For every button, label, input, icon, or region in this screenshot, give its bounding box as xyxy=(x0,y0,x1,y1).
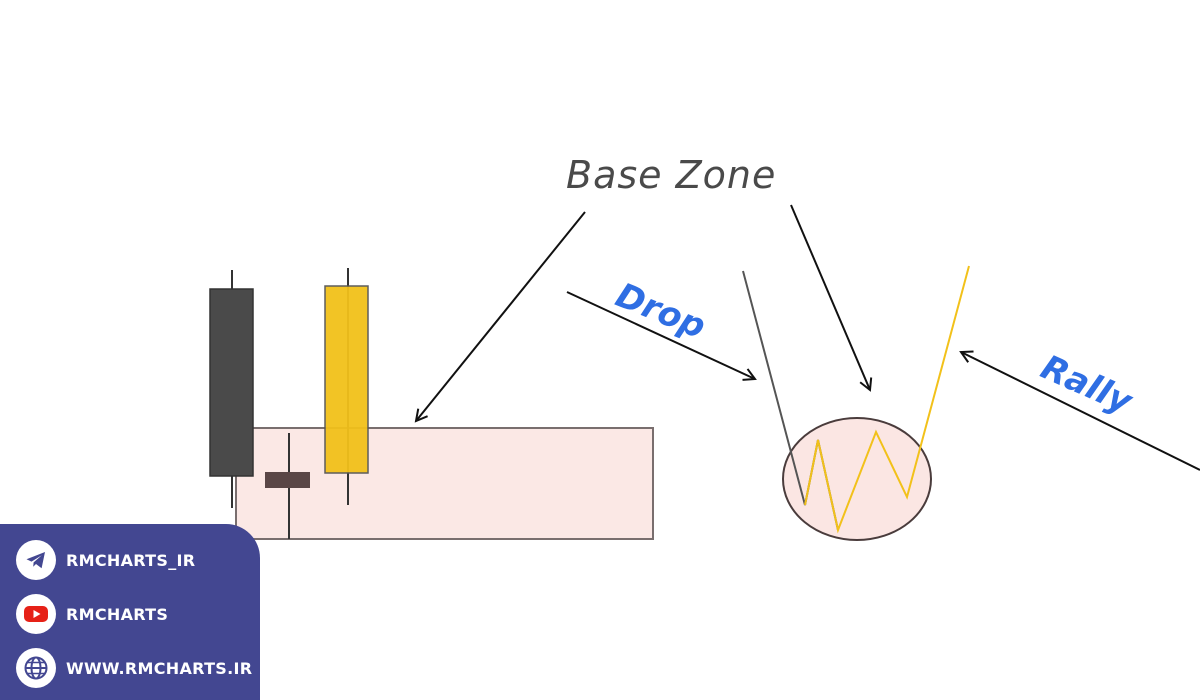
youtube-link[interactable]: RMCHARTS xyxy=(16,594,168,634)
social-links-panel: RMCHARTS_IR RMCHARTS WWW.RMCHARTS.IR xyxy=(0,524,260,700)
globe-icon xyxy=(16,648,56,688)
bearish-candle xyxy=(209,270,254,508)
youtube-channel: RMCHARTS xyxy=(66,604,169,624)
rally-arrow xyxy=(961,352,1200,471)
drop-arrow xyxy=(566,291,755,379)
base-zone-arrow-right xyxy=(790,204,870,390)
website-url: WWW.RMCHARTS.IR xyxy=(66,658,253,678)
youtube-icon xyxy=(16,594,56,634)
telegram-link[interactable]: RMCHARTS_IR xyxy=(16,540,195,580)
telegram-icon xyxy=(16,540,56,580)
website-link[interactable]: WWW.RMCHARTS.IR xyxy=(16,648,252,688)
doji-candle xyxy=(265,433,310,539)
base-zone-arrow-left xyxy=(416,211,586,421)
base-zone-label: Base Zone xyxy=(566,153,777,197)
telegram-handle: RMCHARTS_IR xyxy=(66,550,196,570)
bullish-candle xyxy=(324,268,369,505)
rally-price-line xyxy=(804,265,970,534)
